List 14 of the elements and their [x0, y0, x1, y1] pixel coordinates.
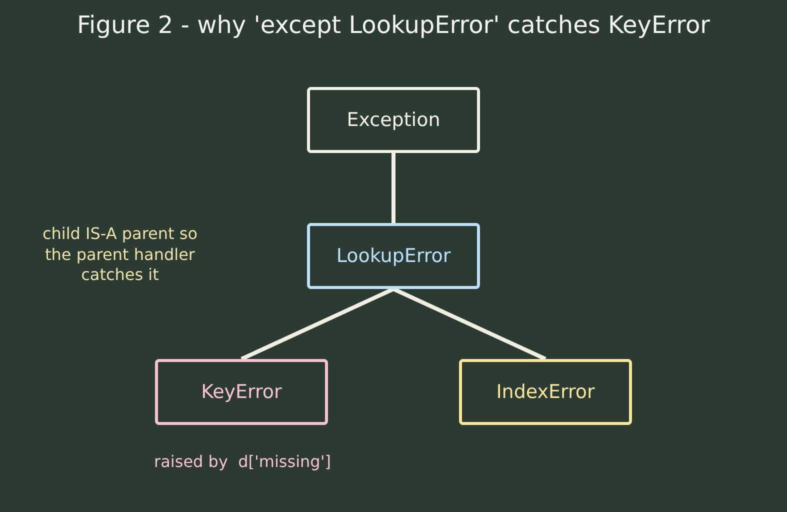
- class-box: [307, 223, 480, 289]
- class-box: [307, 87, 480, 153]
- class-box: [155, 359, 328, 425]
- class-name: IndexError: [496, 381, 595, 403]
- class-name: Exception: [346, 109, 440, 131]
- class-name: LookupError: [336, 245, 451, 267]
- connector-line: [392, 287, 546, 361]
- class-name: KeyError: [201, 381, 282, 403]
- class-box: [459, 359, 632, 425]
- connector-line: [392, 153, 396, 223]
- connector-line: [240, 287, 394, 361]
- node-caption: raised by d['missing']: [153, 451, 332, 473]
- note-text: child IS-A parent so the parent handler catches it: [41, 224, 199, 286]
- figure-title: Figure 2 - why 'except LookupError' catches KeyError: [76, 10, 711, 41]
